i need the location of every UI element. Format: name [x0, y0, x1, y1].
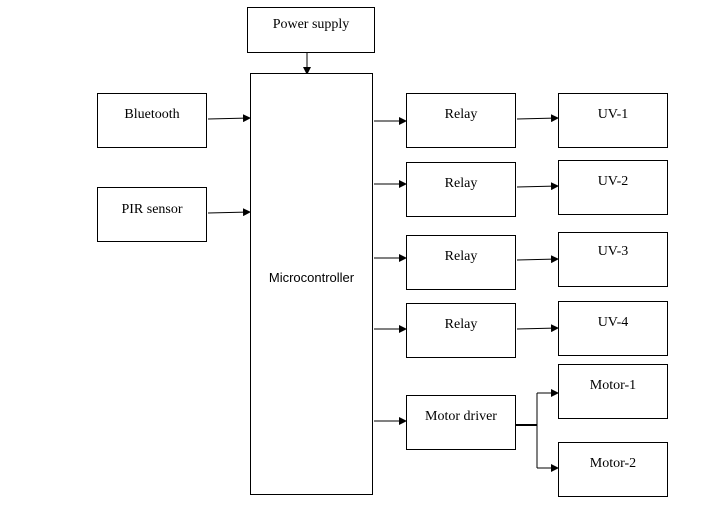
motor-2-block: Motor-2 — [558, 442, 668, 497]
power-supply-label: Power supply — [272, 17, 350, 32]
motor-1-block: Motor-1 — [558, 364, 668, 419]
uv-4-label: UV-4 — [597, 315, 629, 330]
arrow-relay-1-to-uv-1 — [516, 114, 559, 123]
relay-2-label: Relay — [444, 176, 478, 191]
motor-2-label: Motor-2 — [589, 456, 637, 471]
microcontroller-block: Microcontroller — [250, 73, 373, 495]
relay-3-label: Relay — [444, 249, 478, 264]
pir-sensor-label: PIR sensor — [121, 202, 183, 217]
uv-1-label: UV-1 — [597, 107, 629, 122]
relay-1-label: Relay — [444, 107, 478, 122]
uv-3-block: UV-3 — [558, 232, 668, 287]
bluetooth-label: Bluetooth — [124, 107, 180, 122]
arrow-bluetooth-to-mcu — [207, 114, 251, 123]
uv-2-block: UV-2 — [558, 160, 668, 215]
relay-3-block: Relay — [406, 235, 516, 290]
pir-sensor-block: PIR sensor — [97, 187, 207, 242]
arrow-relay-3-to-uv-3 — [516, 255, 559, 264]
motor-1-label: Motor-1 — [589, 378, 637, 393]
bluetooth-block: Bluetooth — [97, 93, 207, 148]
arrow-relay-2-to-uv-2 — [516, 182, 559, 191]
uv-3-label: UV-3 — [597, 244, 629, 259]
arrow-relay-4-to-uv-4 — [516, 324, 559, 333]
arrow-pir-to-mcu — [207, 208, 251, 217]
relay-4-label: Relay — [444, 317, 478, 332]
uv-4-block: UV-4 — [558, 301, 668, 356]
power-supply-block: Power supply — [247, 7, 375, 53]
uv-1-block: UV-1 — [558, 93, 668, 148]
relay-2-block: Relay — [406, 162, 516, 217]
relay-1-block: Relay — [406, 93, 516, 148]
microcontroller-label: Microcontroller — [268, 270, 355, 285]
relay-4-block: Relay — [406, 303, 516, 358]
motor-driver-block: Motor driver — [406, 395, 516, 450]
uv-2-label: UV-2 — [597, 174, 629, 189]
motor-driver-label: Motor driver — [425, 409, 497, 424]
